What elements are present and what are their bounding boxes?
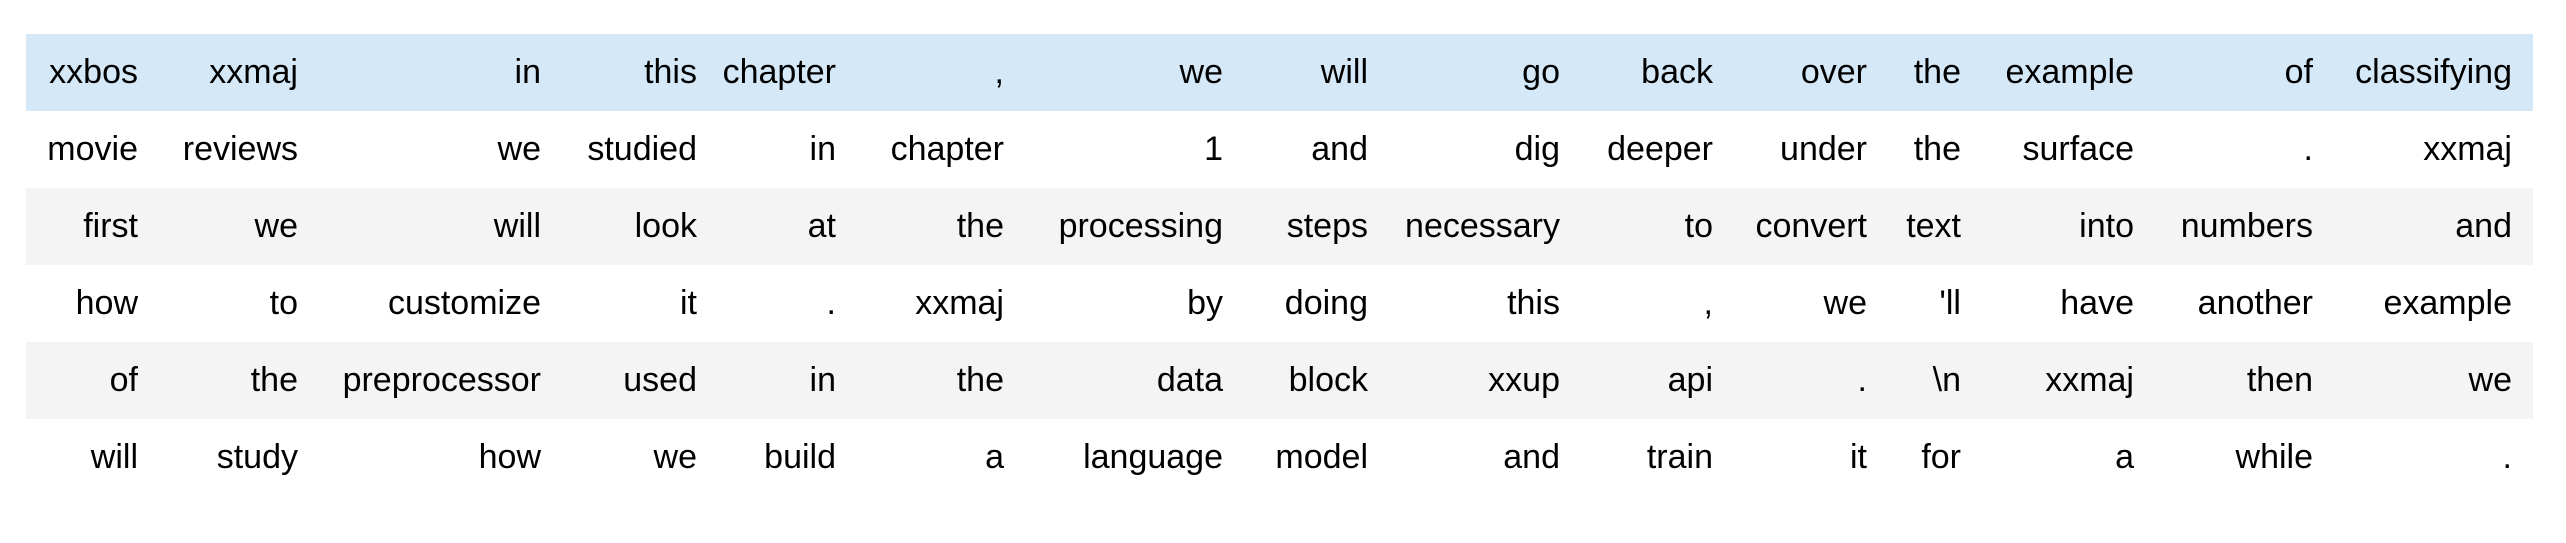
token-cell: customize [387, 284, 541, 322]
token-cell: xxbos [26, 34, 159, 111]
token-cell: convert [1734, 188, 1888, 265]
token-cell: studied [587, 130, 697, 168]
token-cell: to [269, 284, 298, 322]
token-cell: for [1921, 438, 1961, 476]
token-cell: we [653, 438, 697, 476]
token-cell: reviews [182, 130, 298, 168]
token-cell: . [2502, 438, 2512, 476]
token-cell: used [562, 342, 718, 419]
token-cell: in [809, 130, 836, 168]
token-cell: by [1187, 284, 1223, 322]
token-cell: study [216, 438, 298, 476]
token-cell: the [857, 188, 1025, 265]
token-cell: surface [2022, 130, 2135, 168]
token-cell: we [1025, 34, 1244, 111]
token-cell: 'll [1939, 284, 1961, 322]
token-cell: train [1646, 438, 1713, 476]
token-cell: chapter [890, 130, 1004, 168]
token-cell: steps [1244, 188, 1389, 265]
token-cell: the [857, 342, 1025, 419]
token-cell: language [1083, 438, 1223, 476]
token-cell: example [2383, 284, 2512, 322]
token-cell: text [1888, 188, 1982, 265]
token-cell: to [1581, 188, 1734, 265]
token-cell: then [2155, 342, 2334, 419]
token-cell: dig [1514, 130, 1560, 168]
token-cell: \n [1888, 342, 1982, 419]
token-cell: api [1581, 342, 1734, 419]
token-cell: build [764, 438, 836, 476]
token-cell: into [1982, 188, 2155, 265]
token-cell: a [2115, 438, 2134, 476]
token-cell: we [1823, 284, 1867, 322]
token-cell: xxmaj [2423, 130, 2512, 168]
token-cell: doing [1284, 284, 1368, 322]
token-cell: the [159, 342, 319, 419]
token-cell: under [1780, 130, 1867, 168]
token-cell: block [1244, 342, 1389, 419]
token-cell: will [90, 438, 138, 476]
token-cell: and [1503, 438, 1560, 476]
token-cell: we [2334, 342, 2533, 419]
token-cell: it [680, 284, 697, 322]
token-cell: this [562, 34, 718, 111]
token-cell: we [497, 130, 541, 168]
token-cell: model [1275, 438, 1368, 476]
token-cell: chapter [718, 34, 857, 111]
token-cell: the [1913, 130, 1961, 168]
token-cell: will [319, 188, 562, 265]
table-row: will study how we build a language model and trai… [26, 419, 2533, 496]
token-cell: of [26, 342, 159, 419]
token-cell: data [1025, 342, 1244, 419]
token-cell: look [562, 188, 718, 265]
token-cell: deeper [1607, 130, 1713, 168]
token-cell: the [1888, 34, 1982, 111]
token-cell: . [1734, 342, 1888, 419]
token-cell: 1 [1204, 130, 1223, 168]
token-cell: over [1734, 34, 1888, 111]
token-cell: while [2235, 438, 2313, 476]
token-cell: movie [47, 130, 138, 168]
token-cell: of [2155, 34, 2334, 111]
token-cell: classifying [2334, 34, 2533, 111]
token-cell: numbers [2155, 188, 2334, 265]
token-cell: and [2334, 188, 2533, 265]
table-row: how to customize it. xxmaj by doing this, we 'll h… [26, 265, 2533, 342]
token-cell: processing [1025, 188, 1244, 265]
token-cell: will [1244, 34, 1389, 111]
token-cell: xxmaj [915, 284, 1004, 322]
token-cell: this [1507, 284, 1560, 322]
token-cell: necessary [1389, 188, 1581, 265]
token-cell: xxmaj [159, 34, 319, 111]
token-cell: go [1389, 34, 1581, 111]
token-cell: xxmaj [1982, 342, 2155, 419]
token-cell: another [2197, 284, 2313, 322]
token-cell: in [718, 342, 857, 419]
token-cell: , [857, 34, 1025, 111]
token-cell: how [75, 284, 138, 322]
token-cell: how [478, 438, 541, 476]
token-cell: example [1982, 34, 2155, 111]
token-cell: preprocessor [319, 342, 562, 419]
token-cell: xxup [1389, 342, 1581, 419]
token-cell: it [1850, 438, 1867, 476]
token-cell: have [2060, 284, 2134, 322]
token-cell: , [1703, 284, 1713, 322]
token-cell: and [1311, 130, 1368, 168]
token-cell: back [1581, 34, 1734, 111]
token-cell: we [159, 188, 319, 265]
token-cell: in [319, 34, 562, 111]
token-cell: . [2303, 130, 2313, 168]
table-row: movie reviews we studied in chapter 1 and dig dee… [26, 111, 2533, 188]
token-cell: a [985, 438, 1004, 476]
token-cell: first [26, 188, 159, 265]
token-cell: . [826, 284, 836, 322]
token-cell: at [718, 188, 857, 265]
